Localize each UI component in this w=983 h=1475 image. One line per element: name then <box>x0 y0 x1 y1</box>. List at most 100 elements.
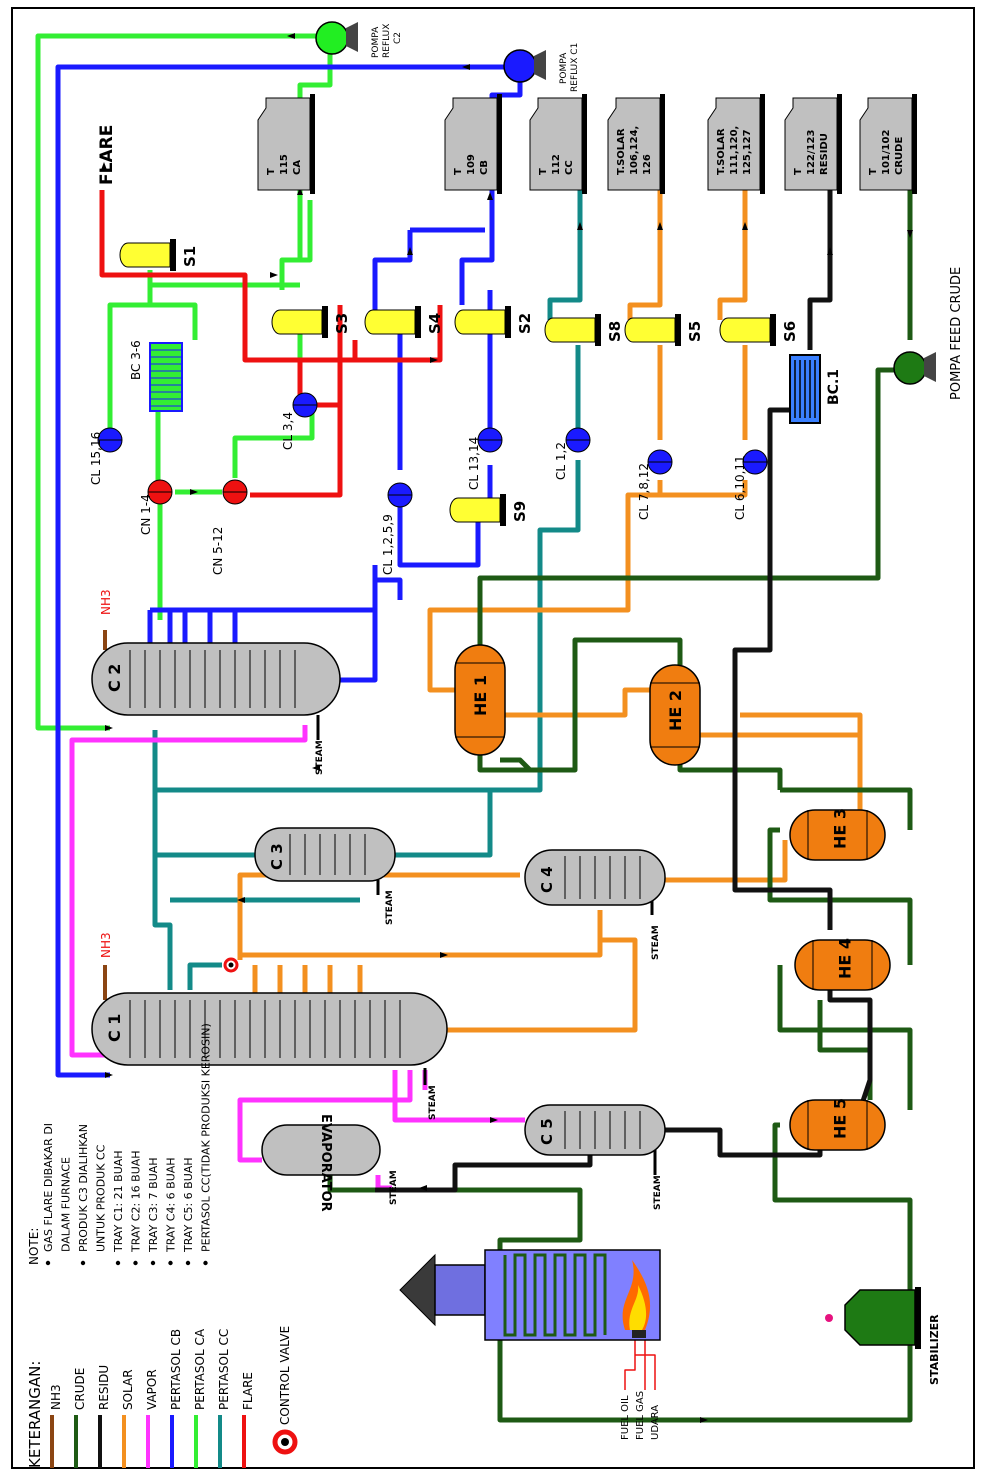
note-line: UNTUK PRODUK CC <box>95 1144 108 1252</box>
separator-s6-label: S6 <box>781 321 799 342</box>
heat-exchanger-he1[interactable]: HE 1 <box>454 644 506 756</box>
legend-item-label: PERTASOL CA <box>193 1328 207 1410</box>
note-bullet <box>133 1260 138 1266</box>
tank-solar2-label-a: 111,120, <box>729 126 740 175</box>
column-c4[interactable]: C 4 <box>524 849 666 906</box>
cooler-cl1259[interactable]: CL 1,2,5,9 <box>381 482 413 575</box>
cooler-cn512[interactable]: CN 5-12 <box>211 479 248 575</box>
nh3-label-c2: NH3 <box>99 589 113 615</box>
heat-exchanger-he3[interactable]: HE 3 <box>789 808 886 861</box>
tank-112CC-label-t: T <box>538 168 549 175</box>
heat-exchanger-he2[interactable]: HE 2 <box>649 664 701 766</box>
pipe-solar <box>237 175 863 1033</box>
cooler-cl12[interactable]: CL 1,2 <box>554 427 591 480</box>
separator-s9[interactable]: S9 <box>449 494 529 526</box>
heat-exchanger-he4-label: HE 4 <box>836 938 855 979</box>
legend-item-label: CRUDE <box>73 1368 87 1410</box>
cooler-cl1516-label: CL 15,16 <box>89 432 103 485</box>
separator-s3[interactable]: S3 <box>271 306 351 338</box>
udara-label: UDARA <box>650 1405 661 1440</box>
column-c4-label: C 4 <box>538 866 556 893</box>
cooler-cl12-label: CL 1,2 <box>554 442 568 480</box>
note-line: PRODUK C3 DIALIHKAN <box>77 1124 90 1252</box>
furnace[interactable]: FUEL OIL FUEL GAS UDARA <box>399 1249 661 1440</box>
cooler-cl61011[interactable]: CL 6,10,11 <box>733 449 768 520</box>
heat-exchanger-he5[interactable]: HE 5 <box>789 1098 886 1151</box>
pump-reflux-c2-label-1: POMPA <box>371 26 381 58</box>
column-c5[interactable]: C 5 <box>524 1104 666 1156</box>
bc1-label: BC.1 <box>826 369 842 405</box>
note-line: TRAY C3: 7 BUAH <box>147 1157 160 1253</box>
cooler-cn14[interactable]: CN 1-4 <box>139 479 173 535</box>
box-cooler-bc1[interactable]: BC.1 <box>789 354 842 424</box>
tank-115CA-label-a: 115 <box>279 154 290 175</box>
separator-s2-label: S2 <box>516 313 534 334</box>
column-c1[interactable]: C 1 <box>91 992 448 1066</box>
tank-crude-label-t: T <box>868 168 879 175</box>
pump-reflux-c1[interactable]: POMPA REFLUX C1 <box>503 43 580 92</box>
cooler-cl34[interactable]: CL 3,4 <box>281 392 318 450</box>
separator-s4-label: S4 <box>426 313 444 334</box>
heat-exchangers: HE 1 HE 2 HE 3 HE 4 HE 5 <box>454 644 891 1151</box>
pump-reflux-c2[interactable]: POMPA REFLUX C2 <box>315 21 403 58</box>
separator-s8-label: S8 <box>606 321 624 342</box>
steam-label-c5: STEAM <box>653 1175 663 1210</box>
steam-label-c2: STEAM <box>315 740 325 775</box>
pump-feed-crude[interactable]: POMPA FEED CRUDE <box>893 267 964 400</box>
legend-title: KETERANGAN: <box>26 1361 44 1468</box>
cooler-cl7812[interactable]: CL 7,8,12 <box>637 449 673 520</box>
control-valve[interactable] <box>223 957 239 973</box>
tank-112CC-label-a: 112 <box>551 154 562 175</box>
evaporator[interactable]: EVAPORATOR <box>261 1114 381 1212</box>
legend-item-label: RESIDU <box>97 1365 111 1410</box>
tank-crude-label-b: CRUDE <box>894 137 905 175</box>
legend-control-valve: CONTROL VALVE <box>272 1326 298 1455</box>
note-line: TRAY C2: 16 BUAH <box>130 1150 143 1253</box>
separator-s5[interactable]: S5 <box>624 314 704 346</box>
separator-s1[interactable]: S1 <box>119 239 199 271</box>
stabilizer[interactable]: STABILIZER <box>825 1287 941 1385</box>
note-bullet <box>168 1260 173 1266</box>
separator-s6[interactable]: S6 <box>719 314 799 346</box>
pump-reflux-c2-label-3: C2 <box>393 32 403 44</box>
tank-solar1-label-t: T.SOLAR <box>616 128 627 175</box>
box-cooler-bc3-6[interactable]: BC 3-6 <box>129 340 183 412</box>
note-bullet <box>150 1260 156 1266</box>
tank-solar1-label-b: 126 <box>642 154 653 175</box>
column-c3[interactable]: C 3 <box>254 827 396 882</box>
cooler-cl1314[interactable]: CL 13,14 <box>467 427 503 490</box>
column-c3-label: C 3 <box>268 843 286 870</box>
pipe-pertasol-cc <box>152 175 583 990</box>
note-bullet <box>80 1260 86 1266</box>
note-line: DALAM FURNACE <box>60 1157 73 1252</box>
tank-residu-label-t: T <box>793 168 804 175</box>
heat-exchanger-he2-label: HE 2 <box>666 690 685 731</box>
heat-exchanger-he3-label: HE 3 <box>831 808 850 849</box>
cooler-cl1516[interactable]: CL 15,16 <box>89 427 123 485</box>
separator-s4[interactable]: S4 <box>364 306 444 338</box>
separator-s9-label: S9 <box>511 501 529 522</box>
legend-item-label: PERTASOL CB <box>169 1329 183 1410</box>
heat-exchanger-he4[interactable]: HE 4 <box>794 938 891 991</box>
cooler-cl1314-label: CL 13,14 <box>467 437 481 490</box>
legend-item-label: VAPOR <box>145 1369 159 1410</box>
cooler-cn512-label: CN 5-12 <box>211 527 225 575</box>
pump-feed-crude-label: POMPA FEED CRUDE <box>949 267 964 400</box>
pipe-fuel <box>624 1340 656 1390</box>
note-bullet <box>203 1260 208 1266</box>
separator-s2[interactable]: S2 <box>454 306 534 338</box>
tank-solar2-label-b: 125,127 <box>742 129 753 175</box>
legend-control-valve-label: CONTROL VALVE <box>278 1326 292 1425</box>
separator-s8[interactable]: S8 <box>544 314 624 346</box>
tank-residu-label-b: RESIDU <box>819 133 830 175</box>
tank-solar1-label-a: 106,124, <box>629 126 640 175</box>
column-c2[interactable]: C 2 <box>91 642 341 716</box>
